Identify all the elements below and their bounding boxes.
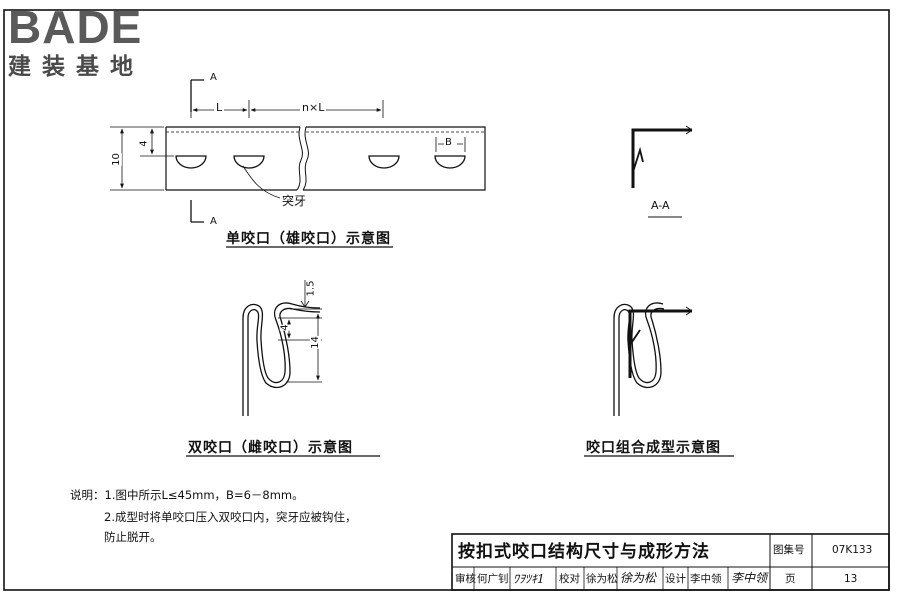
section-mark-top: A	[210, 72, 217, 83]
checker-signature: 徐为松	[620, 571, 657, 585]
note-line-3: 防止脱开。	[104, 530, 162, 544]
dim-4-double-label: 4	[279, 324, 291, 331]
section-mark-bottom: A	[210, 216, 217, 227]
drawing-title: 按扣式咬口结构尺寸与成形方法	[458, 542, 710, 562]
double-seam-diagram	[186, 280, 380, 457]
reviewer-name: 何广钊	[477, 573, 509, 585]
dim-nl-label: n×L	[300, 101, 327, 114]
dim-b-label: B	[445, 137, 452, 148]
combined-seam-caption: 咬口组合成型示意图	[586, 440, 721, 456]
checker-name: 徐为松	[586, 573, 618, 585]
dim-l-label: L	[214, 101, 225, 114]
page-label: 页	[785, 573, 796, 585]
dim-14-label: 14	[309, 336, 321, 349]
section-aa-diagram	[631, 125, 693, 218]
single-seam-caption: 单咬口（雄咬口）示意图	[226, 231, 391, 247]
brand-logo: BADE	[8, 1, 143, 53]
brand-logo-subtitle: 建装基地	[8, 54, 144, 80]
check-label: 校对	[559, 573, 580, 585]
note-line-1: 说明：1.图中所示L≤45mm，B=6－8mm。	[70, 488, 304, 502]
review-label: 审核	[455, 573, 476, 585]
sheet-border	[3, 9, 890, 591]
dim-10-label: 10	[110, 153, 122, 166]
designer-signature: 李中领	[731, 571, 768, 585]
combined-seam-diagram	[584, 302, 734, 457]
single-seam-diagram	[110, 79, 486, 248]
reviewer-signature: ﾜｦﾂｷ1	[513, 572, 545, 586]
tooth-label: 突牙	[282, 194, 307, 208]
design-label: 设计	[665, 573, 686, 585]
page-number: 13	[844, 573, 858, 585]
title-block-grid	[451, 533, 890, 591]
note-line-2: 2.成型时将单咬口压入双咬口内，突牙应被钩住，	[104, 510, 357, 524]
dim-1-5-label: 1.5	[305, 280, 317, 297]
section-aa-label: A-A	[651, 199, 670, 212]
atlas-number: 07K133	[832, 544, 873, 556]
double-seam-caption: 双咬口（雌咬口）示意图	[188, 440, 353, 456]
dim-4-label: 4	[138, 140, 150, 147]
designer-name: 李中领	[690, 573, 722, 585]
atlas-number-label: 图集号	[773, 544, 805, 556]
